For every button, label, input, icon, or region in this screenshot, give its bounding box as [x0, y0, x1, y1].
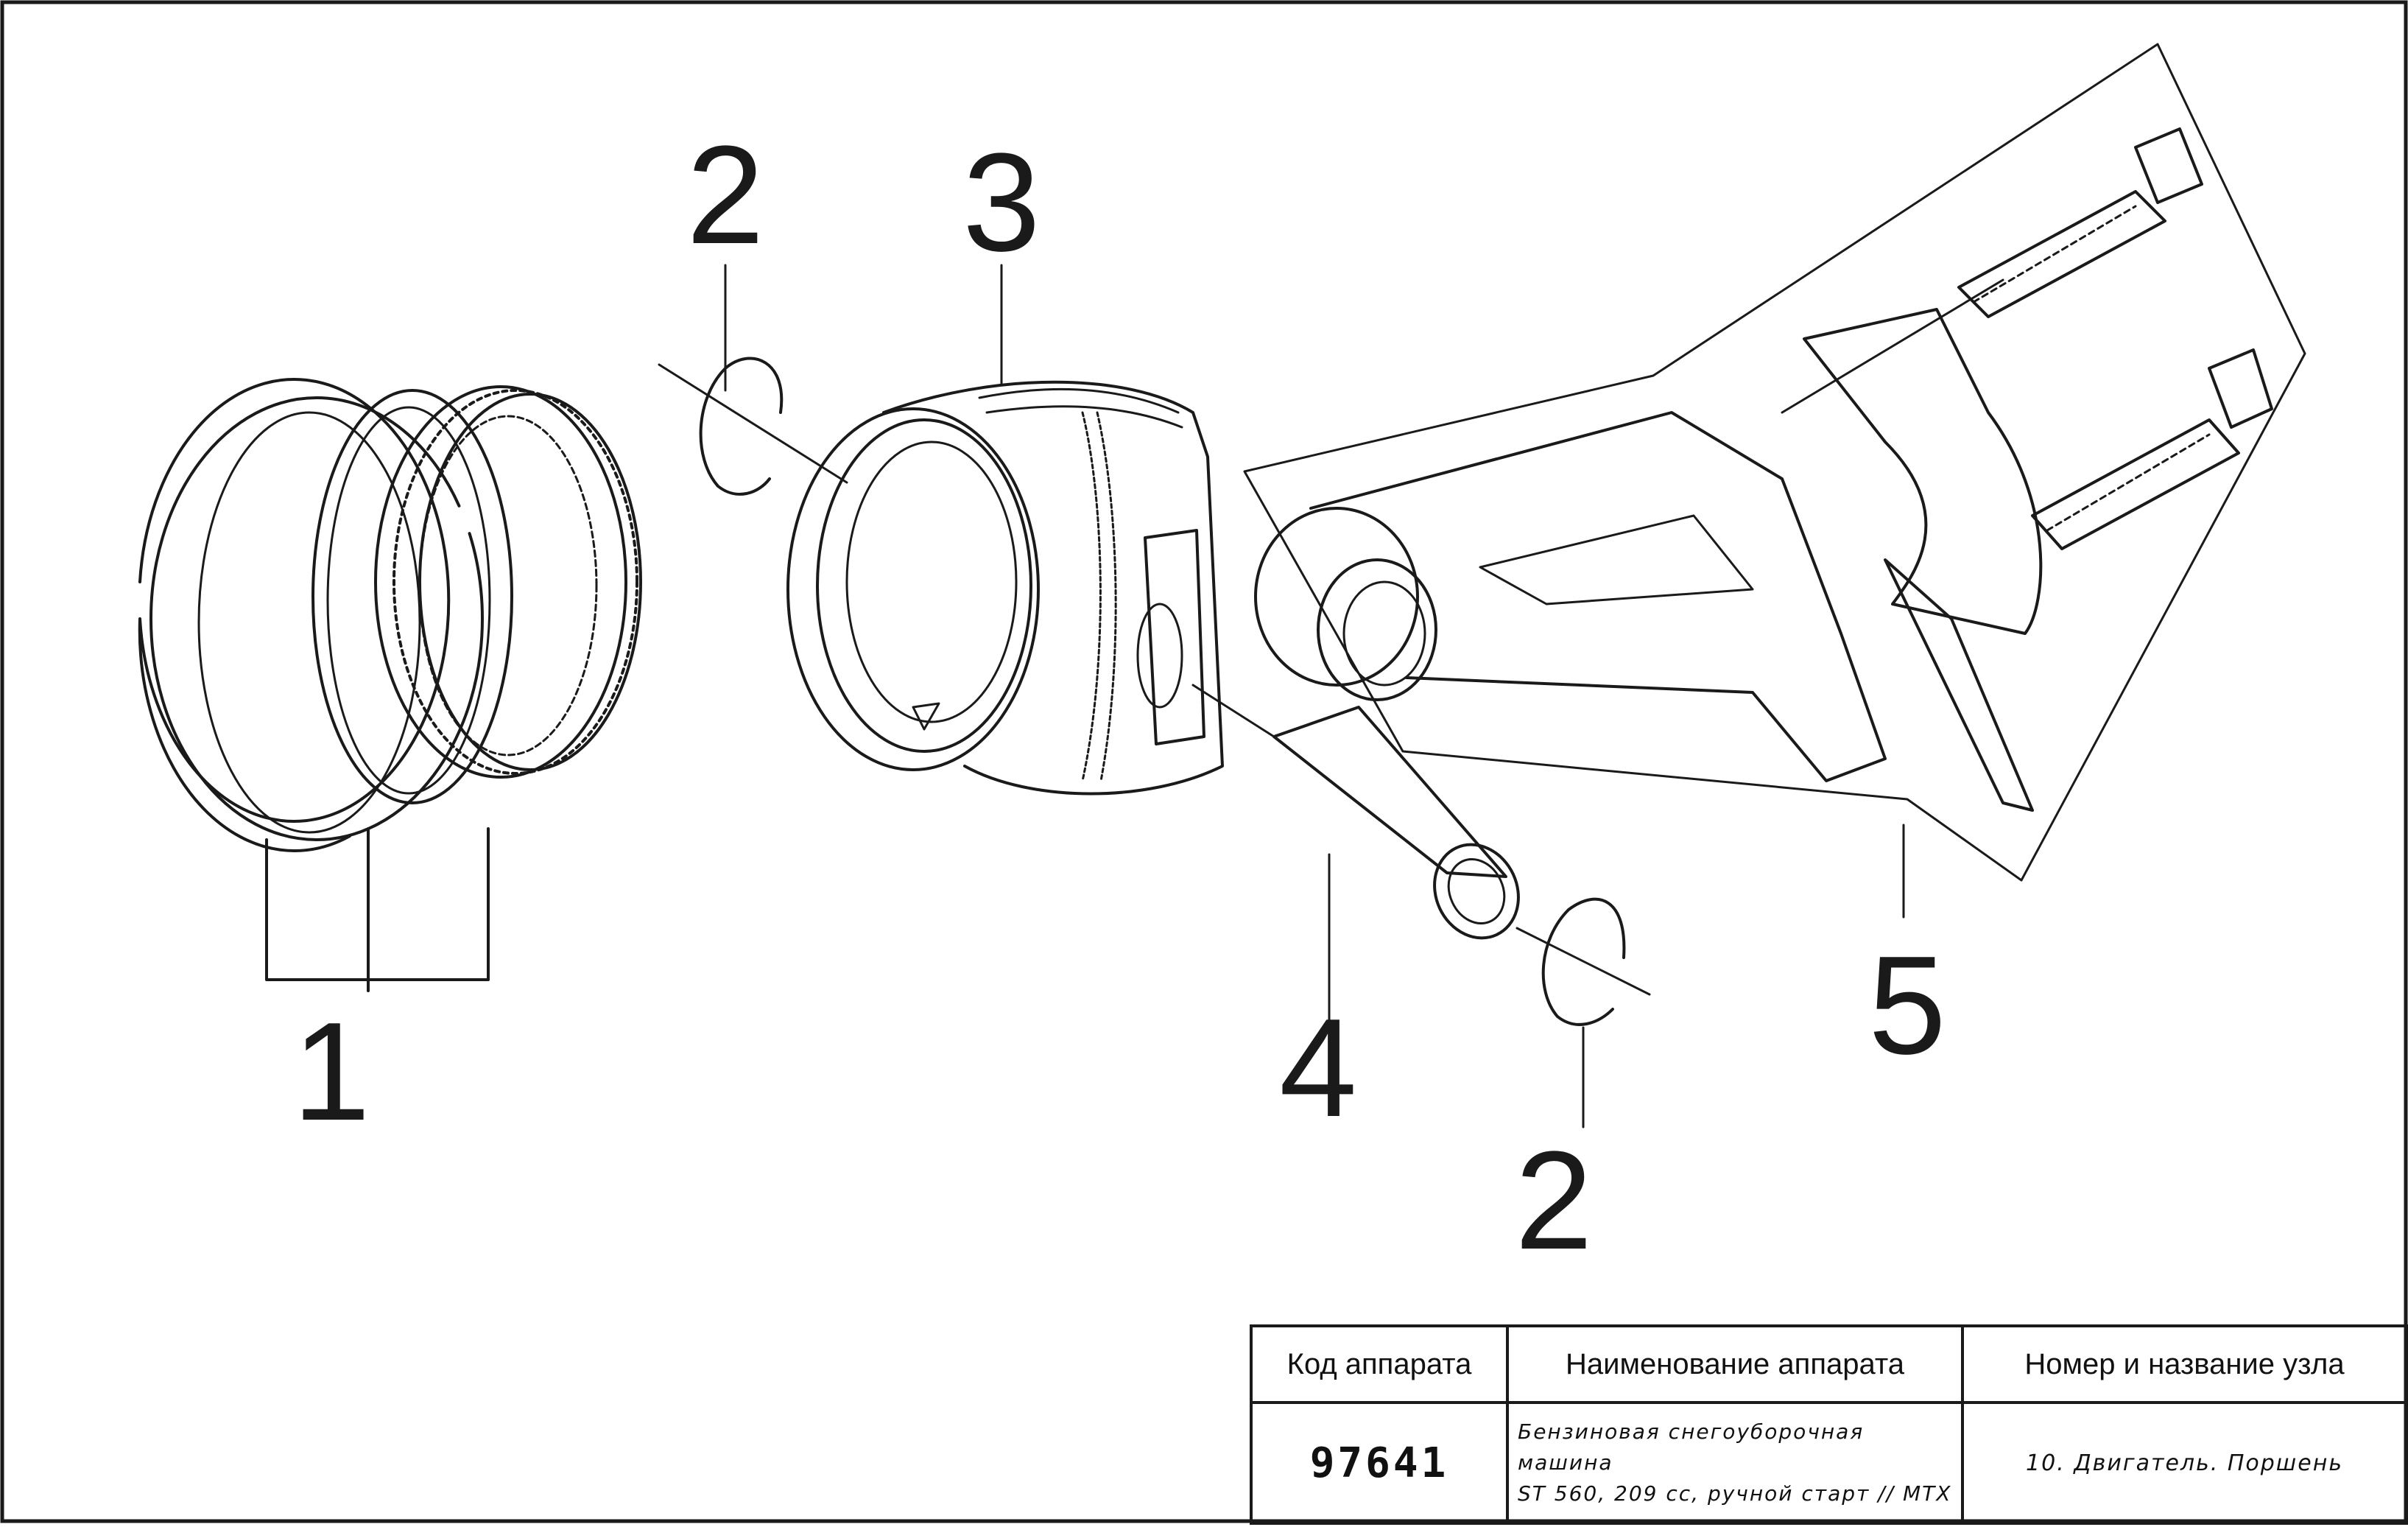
circlip-top — [658, 264, 848, 496]
node-name: 10. Двигатель. Поршень — [1961, 1401, 2408, 1525]
header-code: Код аппарата — [1250, 1324, 1509, 1404]
callout-4: 4 — [1279, 990, 1357, 1146]
device-code: 97641 — [1250, 1401, 1509, 1525]
piston-pin — [1191, 684, 1520, 1029]
callout-2-top: 2 — [686, 117, 764, 273]
device-name-line-1: Бензиновая снегоуборочная машина — [1518, 1419, 1865, 1475]
piston-rings — [138, 378, 642, 992]
device-name: Бензиновая снегоуборочная машина ST 560,… — [1506, 1401, 1964, 1525]
connecting-rod-assembly — [1243, 43, 2306, 919]
callout-5: 5 — [1868, 927, 1946, 1084]
circlip-bottom — [1515, 897, 1651, 1128]
callout-1: 1 — [292, 994, 370, 1150]
header-node: Номер и название узла — [1961, 1324, 2408, 1404]
device-name-line-2: ST 560, 209 cc, ручной старт // MTX — [1518, 1481, 1952, 1506]
callout-3: 3 — [962, 124, 1041, 281]
title-block: Код аппарата Наименование аппарата Номер… — [1250, 1324, 2408, 1525]
callout-2-bottom: 2 — [1515, 1123, 1593, 1279]
header-device-name: Наименование аппарата — [1506, 1324, 1964, 1404]
piston — [786, 264, 1224, 796]
